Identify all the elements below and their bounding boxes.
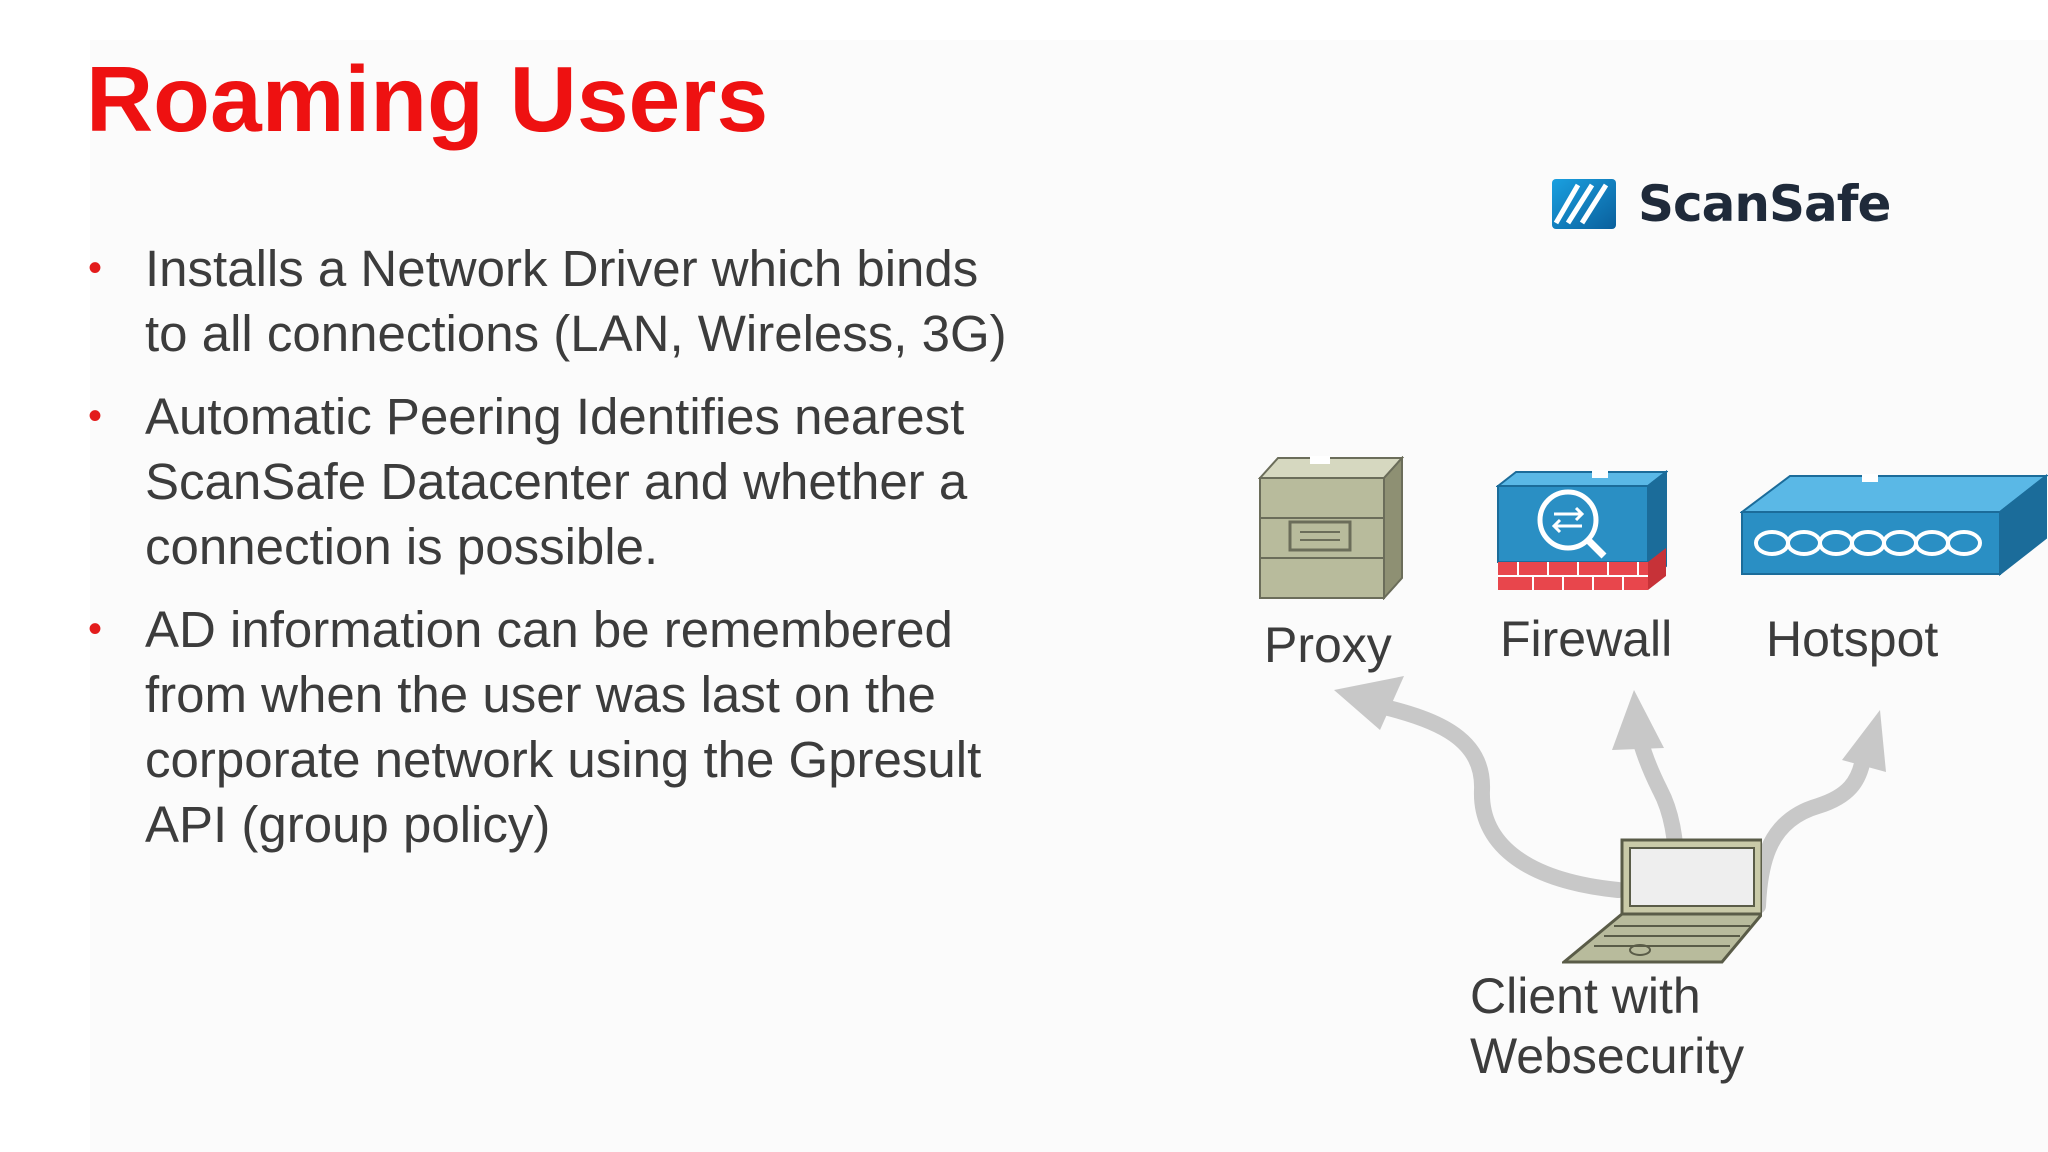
slide-title: Roaming Users [86,47,769,151]
bullet-item: • Automatic Peering Identifies nearest S… [88,384,1008,579]
client-label-line2: Websecurity [1470,1028,1745,1084]
firewall-label: Firewall [1500,611,1673,667]
bullet-dot-icon: • [88,607,103,651]
bullet-text: AD information can be remembered from wh… [145,601,982,853]
slide-background [90,40,2048,1152]
firewall-icon [1496,470,1668,590]
laptop-icon [1562,838,1762,964]
bullet-dot-icon: • [88,394,103,438]
arrow-head-firewall [1612,690,1664,750]
bullet-text: Installs a Network Driver which binds to… [145,240,1007,362]
arrow-head-proxy [1334,676,1404,730]
arrow-head-hotspot [1842,710,1886,772]
bullet-list: • Installs a Network Driver which binds … [88,236,1008,875]
proxy-server-icon [1258,456,1404,600]
hotspot-icon [1740,474,2048,576]
bullet-text: Automatic Peering Identifies nearest Sca… [145,388,968,575]
client-label-line1: Client with [1470,968,1701,1024]
bullet-item: • AD information can be remembered from … [88,597,1008,857]
arrow-to-hotspot [1750,756,1870,914]
hotspot-label: Hotspot [1766,611,1939,667]
scansafe-logo-text: ScanSafe [1638,175,1891,233]
scansafe-logo: ScanSafe [1552,175,1891,233]
scansafe-logo-mark-icon [1552,179,1616,229]
bullet-item: • Installs a Network Driver which binds … [88,236,1008,366]
arrow-to-proxy [1372,698,1626,898]
bullet-dot-icon: • [88,246,103,290]
client-label: Client with Websecurity [1470,966,1744,1086]
proxy-label: Proxy [1264,617,1392,673]
